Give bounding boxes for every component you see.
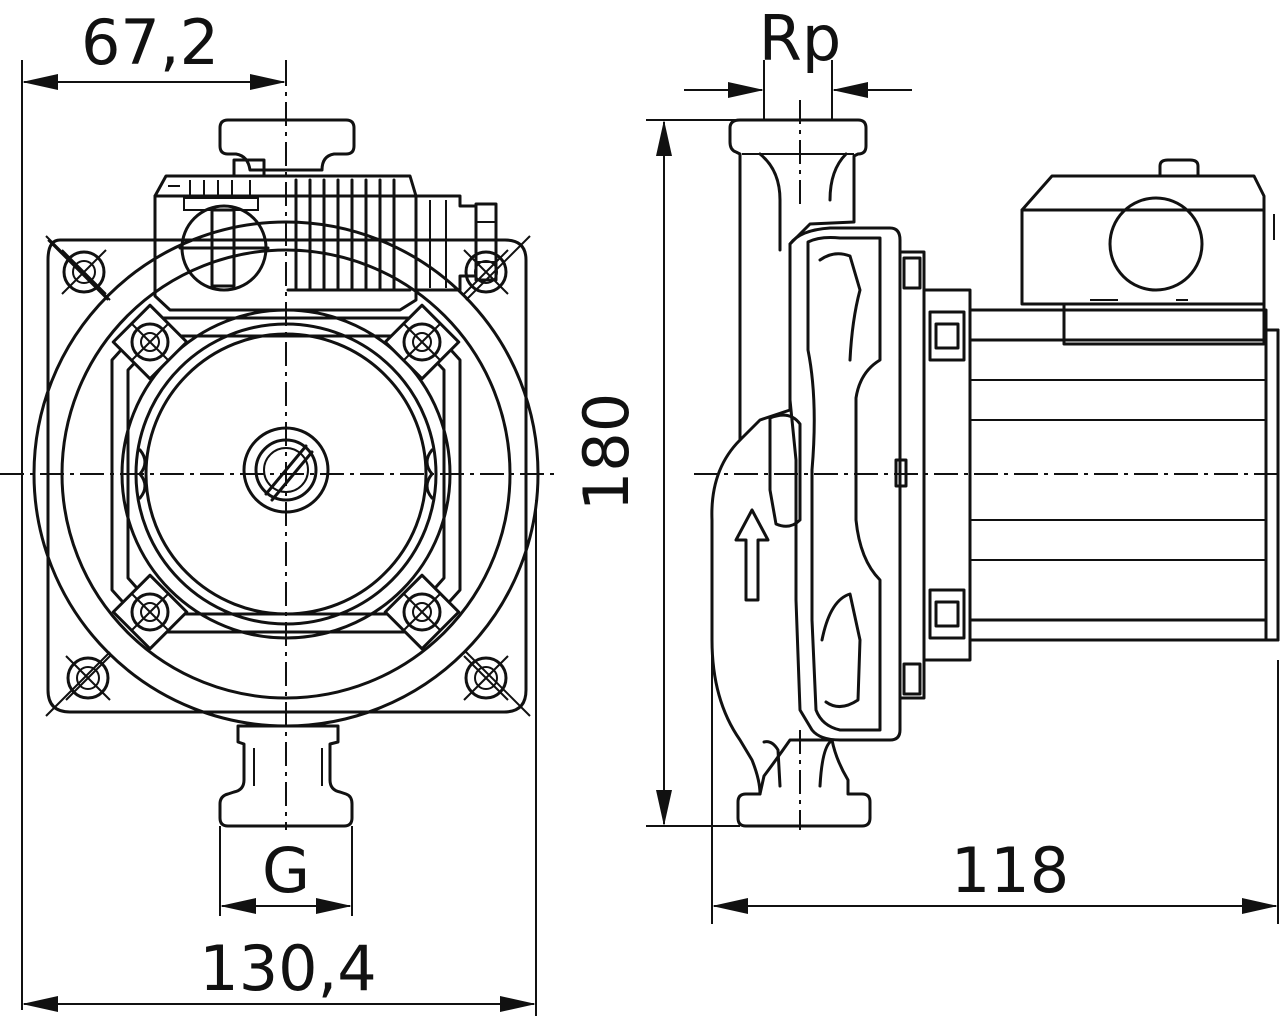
side-volute xyxy=(710,226,902,796)
screw-top-right xyxy=(463,249,509,295)
dim-130-4-label: 130,4 xyxy=(199,932,377,1005)
side-view: Rp 180 xyxy=(570,2,1280,924)
inner-screw-tr xyxy=(383,303,461,381)
front-mounting-screws xyxy=(61,249,509,701)
front-bottom-connection xyxy=(218,724,354,828)
front-cable-gland xyxy=(414,194,498,292)
screw-bottom-left xyxy=(65,655,111,701)
side-bottom-flange xyxy=(736,730,872,830)
dim-180-label: 180 xyxy=(570,393,643,511)
dim-118: 118 xyxy=(711,580,1279,924)
dim-118-label: 118 xyxy=(951,834,1069,907)
inner-screw-tl xyxy=(111,303,189,381)
side-motor-body xyxy=(968,308,1280,642)
screw-top-left xyxy=(61,249,107,295)
inner-screw-br xyxy=(383,573,461,651)
side-top-flange xyxy=(728,100,868,442)
side-terminal-box xyxy=(1020,158,1275,346)
dim-67-2-label: 67,2 xyxy=(81,6,219,79)
dim-rp-label: Rp xyxy=(759,2,841,75)
dim-67-2: 67,2 xyxy=(21,6,287,1010)
side-terminal-knob xyxy=(1108,196,1204,292)
front-view: 67,2 xyxy=(0,6,560,1016)
dim-180: 180 xyxy=(570,119,740,827)
dim-130-4: 130,4 xyxy=(22,500,537,1016)
dim-g-label: G xyxy=(262,834,310,907)
dim-rp: Rp xyxy=(684,2,912,120)
screw-bottom-right xyxy=(463,655,509,701)
front-housing-screws xyxy=(111,303,461,651)
inner-screw-bl xyxy=(111,573,189,651)
terminal-box-ribs xyxy=(286,178,412,292)
terminal-box-slots xyxy=(189,180,251,196)
dim-g: G xyxy=(219,826,353,916)
flow-arrow-icon xyxy=(734,508,770,602)
